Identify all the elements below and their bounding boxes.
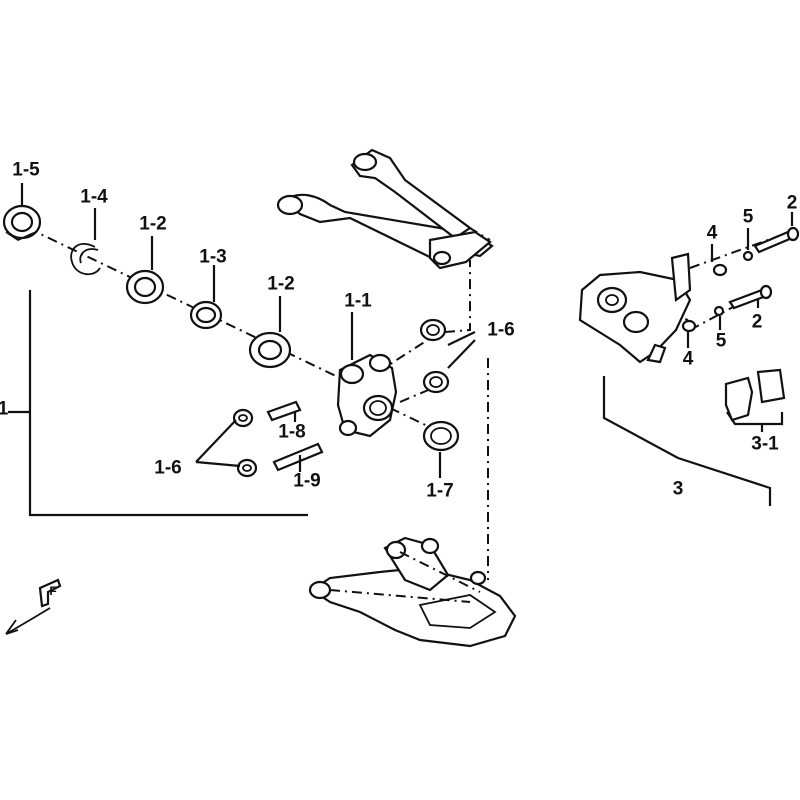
circlip-1-4 [70, 242, 101, 276]
callout-4-upper: 4 [706, 222, 718, 244]
callout-3-1: 3-1 [751, 433, 779, 455]
bolt-2-upper [753, 226, 800, 254]
callout-1-5: 1-5 [12, 159, 40, 181]
front-marker-letter: F [49, 584, 57, 598]
lower-a-arm [308, 536, 517, 648]
callout-1-2-b: 1-2 [267, 273, 295, 295]
bolt-2-lower [728, 284, 773, 310]
callout-1-3: 1-3 [199, 246, 227, 268]
knuckle-1-1 [336, 353, 398, 438]
callout-5-lower: 5 [715, 330, 727, 352]
brake-caliper-3 [578, 252, 692, 364]
upper-a-arm [276, 148, 494, 270]
callout-1-1: 1-1 [344, 290, 372, 312]
callout-1-7: 1-7 [426, 480, 454, 502]
callout-1-6-right: 1-6 [487, 319, 515, 341]
dust-seal-1-5 [2, 204, 42, 242]
callout-2-upper: 2 [786, 192, 798, 214]
callout-5-upper: 5 [742, 206, 754, 228]
callout-2-lower: 2 [751, 311, 763, 333]
seal-1-7 [422, 420, 460, 452]
oring-5-upper [742, 250, 754, 262]
collar-1-8 [266, 400, 302, 422]
brake-pads-3-1 [724, 368, 786, 422]
callout-1-8: 1-8 [278, 421, 306, 443]
callout-1-2-a: 1-2 [139, 213, 167, 235]
callout-1-4: 1-4 [80, 186, 108, 208]
callout-1-9: 1-9 [293, 470, 321, 492]
washer-4-upper [712, 263, 728, 277]
callout-3: 3 [672, 478, 684, 500]
leader-lines [8, 183, 794, 517]
bushing-1-6-lower [422, 370, 450, 394]
bushing-1-6-left-lower [236, 458, 258, 478]
callout-4-lower: 4 [682, 348, 694, 370]
bushing-1-6-upper [419, 318, 447, 342]
bushing-1-6-left-upper [232, 408, 254, 428]
spacer-1-3 [189, 300, 223, 330]
front-arrow-icon [5, 578, 62, 635]
washer-4-lower [681, 319, 697, 333]
callout-1: 1 [0, 398, 9, 420]
collar-1-9 [272, 442, 324, 472]
callout-1-6-left: 1-6 [154, 457, 182, 479]
bearing-1-2-b [248, 331, 292, 369]
bearing-1-2-a [125, 269, 165, 305]
oring-5-lower [713, 305, 725, 317]
